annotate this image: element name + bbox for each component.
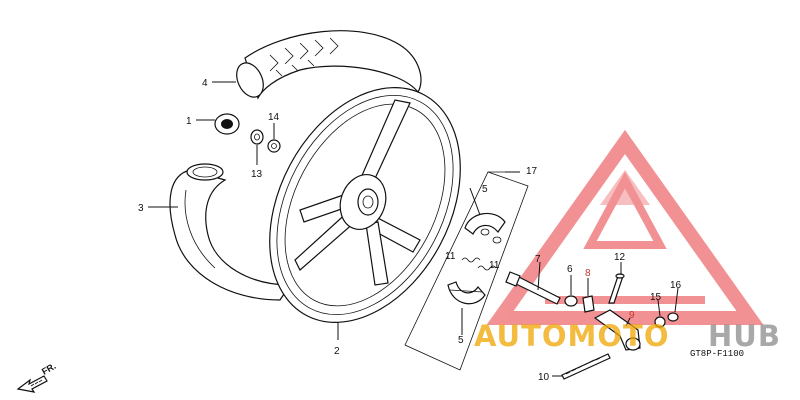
label-part-2: 2 bbox=[334, 346, 340, 357]
label-part-13: 13 bbox=[251, 169, 263, 180]
watermark-text: AUTOMOTO HUB bbox=[474, 319, 781, 353]
part-labels: 1 4 3 2 13 14 17 5 11 11 5 7 6 8 12 15 1… bbox=[138, 78, 682, 383]
label-part-9: 9 bbox=[629, 310, 635, 321]
label-part-1: 1 bbox=[186, 116, 192, 127]
label-part-6: 6 bbox=[567, 264, 573, 275]
brake-assembly-box bbox=[404, 171, 529, 371]
leader-lines bbox=[148, 81, 679, 377]
label-part-11-right: 11 bbox=[489, 260, 500, 271]
part-7-brake-cam bbox=[505, 271, 561, 305]
label-part-3: 3 bbox=[138, 203, 144, 214]
label-part-7: 7 bbox=[535, 254, 541, 265]
label-part-5-top: 5 bbox=[482, 184, 488, 195]
part-8-indicator bbox=[582, 295, 595, 313]
part-16-spring bbox=[667, 312, 679, 322]
label-part-4: 4 bbox=[202, 78, 208, 89]
label-part-5-bottom: 5 bbox=[458, 335, 464, 346]
watermark-word-hub: HUB bbox=[708, 319, 781, 353]
label-part-10: 10 bbox=[538, 372, 550, 383]
part-9-brake-arm bbox=[593, 309, 641, 351]
front-arrow-icon bbox=[16, 375, 48, 393]
part-12-bolt bbox=[608, 273, 625, 304]
watermark-word-automoto: AUTOMOTO bbox=[474, 319, 669, 353]
label-part-8: 8 bbox=[585, 268, 591, 279]
part-6-seal bbox=[564, 295, 578, 307]
label-part-17: 17 bbox=[526, 166, 538, 177]
label-part-16: 16 bbox=[670, 280, 682, 291]
part-1-gear bbox=[214, 113, 240, 135]
front-direction-indicator: FR. bbox=[16, 361, 58, 393]
part-13-nut bbox=[250, 129, 264, 145]
drawing-code: GT8P-F1100 bbox=[690, 349, 744, 359]
label-part-11-left: 11 bbox=[445, 251, 456, 262]
label-part-15: 15 bbox=[650, 292, 662, 303]
part-10-brake-rod bbox=[561, 353, 611, 380]
front-label: FR. bbox=[40, 361, 58, 377]
part-14-washer bbox=[267, 139, 281, 153]
tire bbox=[169, 163, 292, 301]
label-part-12: 12 bbox=[614, 252, 626, 263]
part-15-pin bbox=[654, 316, 666, 328]
label-part-14: 14 bbox=[268, 112, 280, 123]
rear-wheel-rim bbox=[269, 87, 461, 323]
